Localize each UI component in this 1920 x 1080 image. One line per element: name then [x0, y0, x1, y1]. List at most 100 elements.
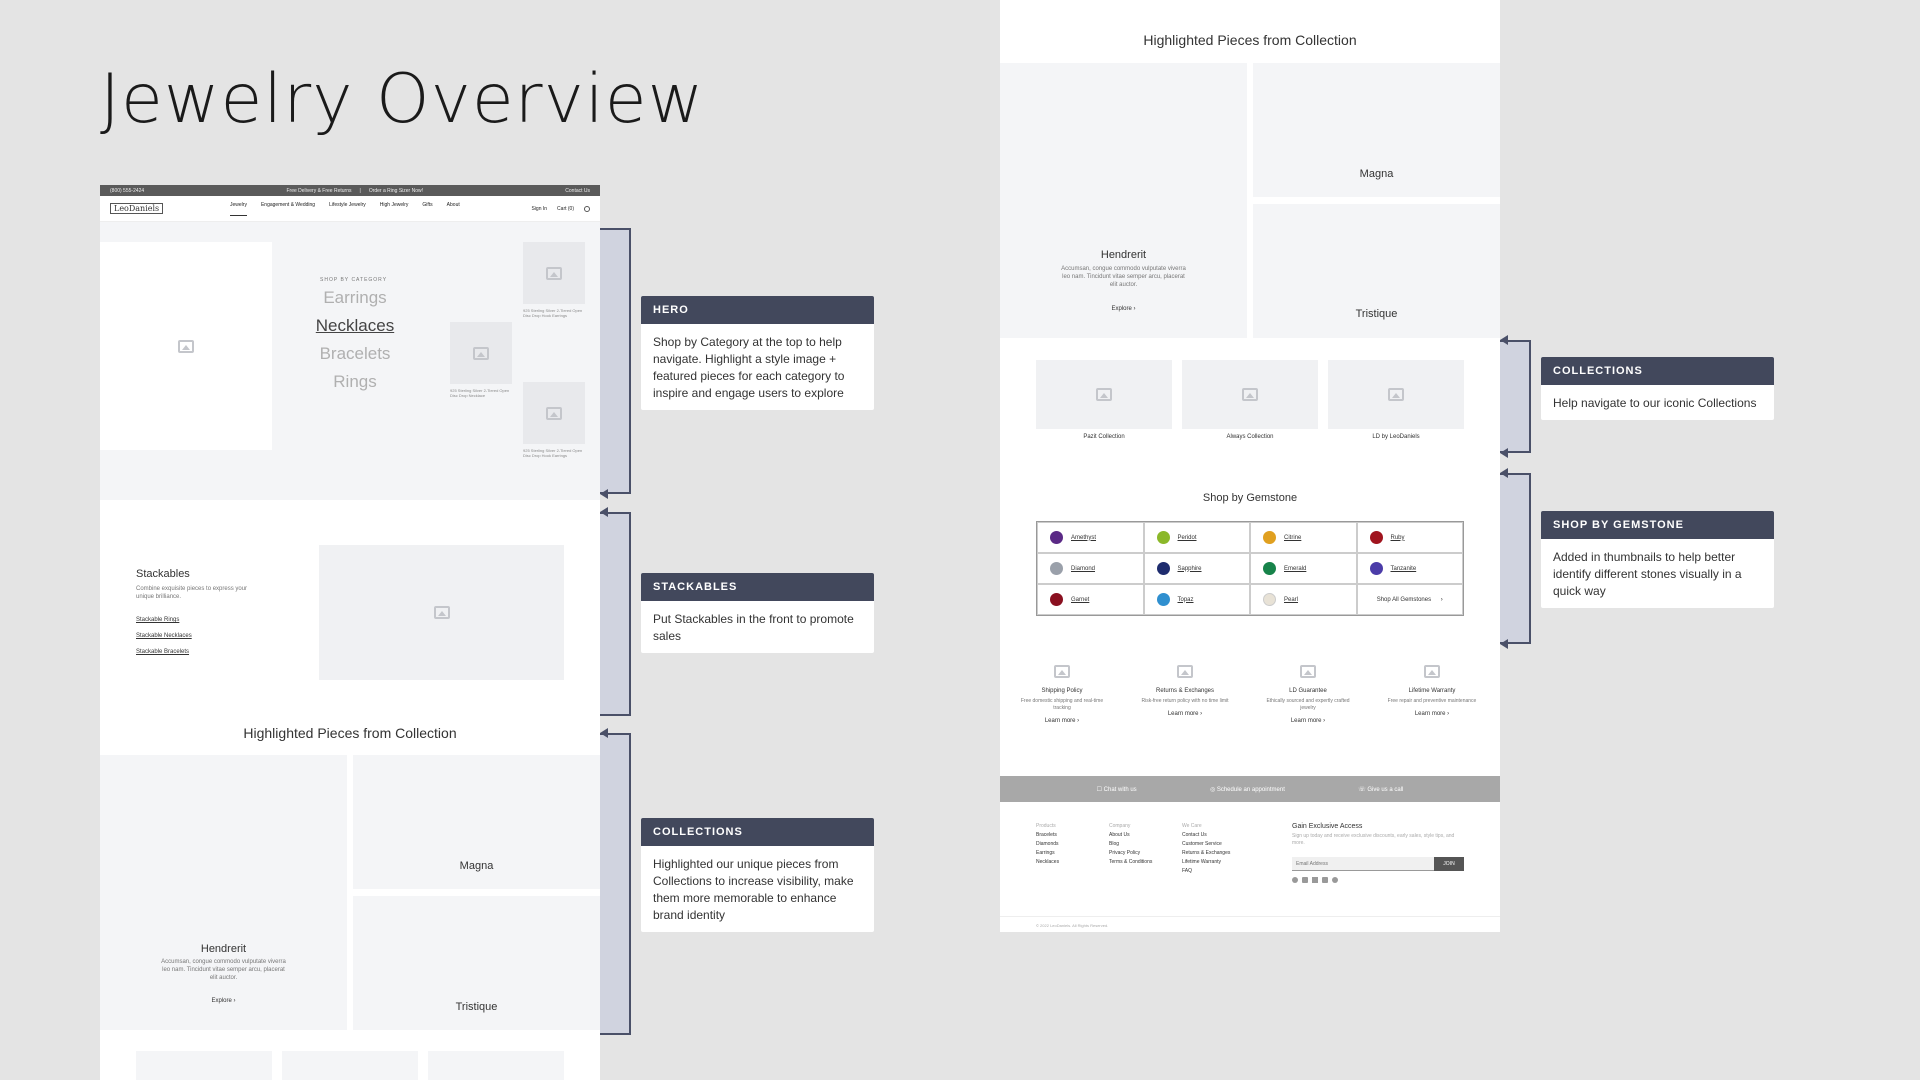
bracket-stackables [600, 512, 631, 716]
collection-tile-tristique[interactable]: Tristique [353, 896, 600, 1030]
footer-link[interactable]: Earrings [1036, 850, 1055, 856]
gem-tanzanite[interactable]: Tanzanite [1356, 553, 1463, 584]
explore-link[interactable]: Explore › [211, 998, 236, 1004]
collection-thumb-2[interactable] [282, 1051, 418, 1080]
footer-link[interactable]: Blog [1109, 841, 1120, 847]
signin-link[interactable]: Sign In [531, 205, 548, 212]
footer-link[interactable]: Bracelets [1036, 832, 1057, 838]
highlighted-title: Highlighted Pieces from Collection [243, 725, 457, 741]
search-icon[interactable] [584, 205, 590, 212]
bracket-gemstone [1500, 473, 1531, 644]
collection-thumb-ld[interactable] [1328, 360, 1464, 429]
callout-body: Highlighted our unique pieces from Colle… [653, 857, 854, 922]
collection-thumb-always[interactable] [1182, 360, 1318, 429]
collection-name[interactable]: Pazit Collection [1083, 434, 1125, 440]
social-icons [1292, 877, 1464, 883]
callout-body: Added in thumbnails to help better ident… [1553, 550, 1742, 598]
footer-link[interactable]: Diamonds [1036, 841, 1059, 847]
arrow-icon [600, 489, 608, 499]
feature-shipping: Shipping Policy Free domestic shipping a… [1012, 665, 1112, 724]
stackables-image[interactable] [319, 545, 564, 680]
gem-topaz[interactable]: Topaz [1143, 584, 1250, 615]
hero-section: SHOP BY CATEGORY Earrings Necklaces Brac… [100, 222, 600, 500]
category-necklaces[interactable]: Necklaces [315, 316, 395, 335]
nav-lifestyle[interactable]: Lifestyle Jewelry [329, 201, 366, 208]
phone-number[interactable]: (800) 555-2424 [110, 187, 145, 194]
tile-name: Magna [1359, 168, 1394, 180]
collection-name[interactable]: Always Collection [1226, 434, 1274, 440]
pinterest-icon[interactable] [1332, 877, 1338, 883]
callout-gemstone: SHOP BY GEMSTONE Added in thumbnails to … [1541, 511, 1774, 608]
footer-link[interactable]: Customer Service [1182, 841, 1222, 847]
nav-high-jewelry[interactable]: High Jewelry [379, 201, 409, 208]
gem-peridot[interactable]: Peridot [1143, 522, 1250, 553]
gem-garnet[interactable]: Garnet [1037, 584, 1144, 615]
footer-link[interactable]: Lifetime Warranty [1182, 859, 1221, 865]
category-bracelets[interactable]: Bracelets [319, 344, 391, 363]
collection-tile-magna[interactable]: Magna [1253, 63, 1500, 197]
logo[interactable]: LeoDaniels [110, 203, 164, 214]
collection-tile-hendrerit[interactable]: Hendrerit Accumsan, congue commodo vulpu… [1000, 63, 1247, 338]
footer-link[interactable]: Privacy Policy [1109, 850, 1141, 856]
nav-jewelry[interactable]: Jewelry [230, 202, 247, 216]
footer-link[interactable]: Returns & Exchanges [1182, 850, 1231, 856]
nav-about[interactable]: About [446, 201, 460, 208]
collection-tile-magna[interactable]: Magna [353, 755, 600, 889]
gem-pearl[interactable]: Pearl [1250, 584, 1357, 615]
gem-swatch [1369, 562, 1383, 575]
footer-link[interactable]: About Us [1109, 832, 1130, 838]
shop-all-gemstones-link[interactable]: Shop All Gemstones › [1356, 584, 1463, 615]
gem-ruby[interactable]: Ruby [1356, 522, 1463, 553]
product-image-3[interactable] [523, 382, 585, 444]
image-icon [1242, 388, 1258, 401]
category-earrings[interactable]: Earrings [323, 288, 387, 307]
learn-more-link[interactable]: Learn more › [1290, 718, 1326, 724]
callout-body: Help navigate to our iconic Collections [1553, 396, 1757, 410]
email-field[interactable] [1292, 857, 1434, 871]
footer-link[interactable]: Necklaces [1036, 859, 1060, 865]
schedule-appointment-link[interactable]: ◎ Schedule an appointment [1209, 786, 1285, 793]
category-rings[interactable]: Rings [333, 372, 377, 391]
youtube-icon[interactable] [1322, 877, 1328, 883]
product-image-2[interactable] [450, 322, 512, 384]
learn-more-link[interactable]: Learn more › [1044, 718, 1080, 724]
hero-style-image[interactable] [100, 242, 272, 450]
collection-tile-tristique[interactable]: Tristique [1253, 204, 1500, 338]
footer-link[interactable]: Terms & Conditions [1109, 859, 1153, 865]
footer-company: Company About Us Blog Privacy Policy Ter… [1109, 823, 1153, 865]
twitter-icon[interactable] [1312, 877, 1318, 883]
footer-link[interactable]: FAQ [1182, 868, 1193, 874]
stackable-rings-link[interactable]: Stackable Rings [136, 617, 180, 623]
gem-sapphire[interactable]: Sapphire [1143, 553, 1250, 584]
nav-engagement[interactable]: Engagement & Wedding [260, 201, 316, 208]
product-image-1[interactable] [523, 242, 585, 304]
explore-link[interactable]: Explore › [1111, 306, 1136, 312]
join-button[interactable]: JOIN [1434, 857, 1464, 871]
gem-citrine[interactable]: Citrine [1250, 522, 1357, 553]
gem-diamond[interactable]: Diamond [1037, 553, 1144, 584]
instagram-icon[interactable] [1302, 877, 1308, 883]
collection-thumb-3[interactable] [428, 1051, 564, 1080]
learn-more-link[interactable]: Learn more › [1414, 711, 1450, 717]
stackable-necklaces-link[interactable]: Stackable Necklaces [136, 633, 192, 639]
collection-tile-hendrerit[interactable]: Hendrerit Accumsan, congue commodo vulpu… [100, 755, 347, 1030]
chat-with-us-link[interactable]: ☐ Chat with us [1096, 786, 1137, 793]
contact-link[interactable]: Contact Us [565, 187, 590, 194]
nav-gifts[interactable]: Gifts [422, 201, 433, 208]
give-us-a-call-link[interactable]: ☏ Give us a call [1358, 786, 1404, 793]
footer-link[interactable]: Contact Us [1182, 832, 1207, 838]
callout-collections: COLLECTIONS Highlighted our unique piece… [641, 818, 874, 932]
bracket-collections [600, 733, 631, 1035]
collection-thumb-pazit[interactable] [1036, 360, 1172, 429]
learn-more-link[interactable]: Learn more › [1167, 711, 1203, 717]
stackable-bracelets-link[interactable]: Stackable Bracelets [136, 649, 190, 655]
copyright: © 2022 LeoDaniels. All Rights Reserved. [1036, 923, 1109, 928]
gem-emerald[interactable]: Emerald [1250, 553, 1357, 584]
highlighted-title: Highlighted Pieces from Collection [1143, 32, 1357, 48]
facebook-icon[interactable] [1292, 877, 1298, 883]
ring-sizer-link[interactable]: Order a Ring Sizer Now! [368, 187, 423, 194]
gem-amethyst[interactable]: Amethyst [1037, 522, 1144, 553]
cart-link[interactable]: Cart (0) [557, 205, 574, 212]
collection-thumb-1[interactable] [136, 1051, 272, 1080]
collection-name[interactable]: LD by LeoDaniels [1372, 434, 1420, 440]
